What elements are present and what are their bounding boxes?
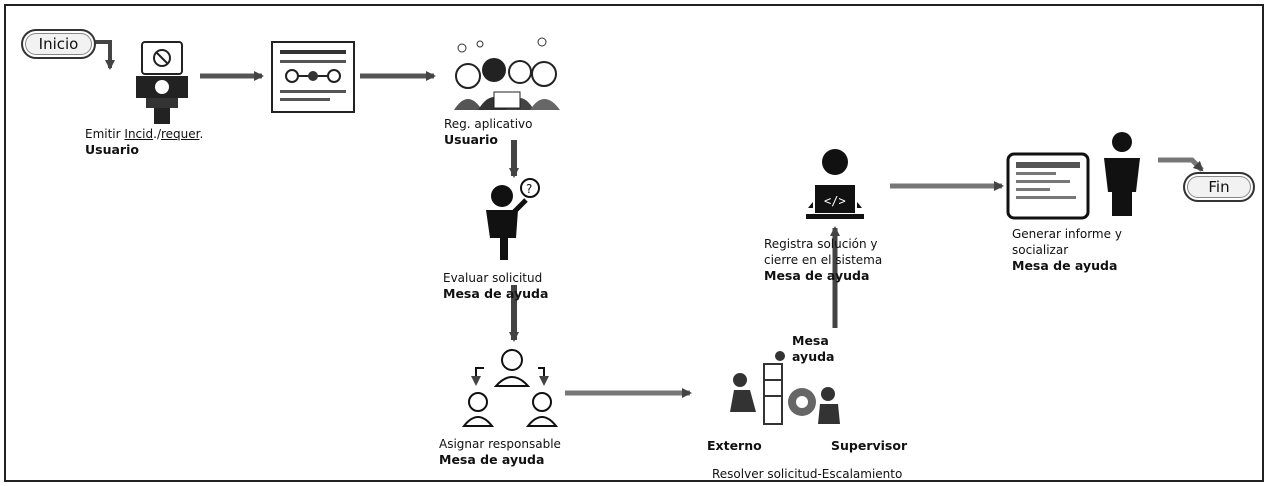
emitir-label: Emitir Incid./requer. Usuario	[85, 126, 203, 158]
resolver-actor-top-line1: Mesa	[792, 333, 829, 348]
resolver-actor-top: Mesa ayuda	[792, 333, 834, 365]
registro-label: Reg. aplicativo Usuario	[444, 116, 533, 148]
emitir-line: Emitir Incid./requer.	[85, 127, 204, 141]
emitir-role: Usuario	[85, 142, 139, 157]
registro-role: Usuario	[444, 132, 498, 147]
registrar-line2: cierre en el sistema	[764, 253, 883, 267]
resolver-label: Resolver solicitud-Escalamiento	[712, 466, 902, 482]
report-presenter-icon	[1006, 132, 1140, 220]
team-users-icon	[454, 37, 560, 110]
evaluar-role: Mesa de ayuda	[443, 286, 549, 301]
registro-line1: Reg. aplicativo	[444, 117, 533, 131]
resolver-actor-top-line2: ayuda	[792, 349, 835, 364]
resolver-actor-left: Externo	[707, 438, 762, 454]
diagram-frame	[4, 4, 1264, 482]
svg-text:</>: </>	[824, 194, 846, 208]
arrow-generar-to-fin	[1158, 157, 1204, 172]
developer-laptop-icon: </>	[806, 149, 864, 219]
svg-text:?: ?	[526, 182, 532, 196]
generar-line2: socializar	[1012, 243, 1069, 257]
generar-label: Generar informe y socializar Mesa de ayu…	[1012, 226, 1122, 274]
lock-scanner-icon	[136, 41, 188, 124]
team-gears-icon	[730, 351, 840, 425]
resolver-actor-right: Supervisor	[831, 438, 907, 454]
end-node: Fin	[1183, 172, 1255, 202]
hierarchy-assign-icon	[461, 349, 559, 427]
thinking-person-icon: ?	[486, 178, 540, 260]
start-node: Inicio	[21, 29, 96, 59]
asignar-line1: Asignar responsable	[439, 437, 561, 451]
registrar-role: Mesa de ayuda	[764, 268, 870, 283]
document-form-icon	[271, 41, 355, 113]
end-label: Fin	[1208, 178, 1230, 196]
registrar-line1: Registra solución y	[764, 237, 878, 251]
start-label: Inicio	[38, 35, 79, 53]
registrar-label: Registra solución y cierre en el sistema…	[764, 236, 882, 284]
evaluar-line1: Evaluar solicitud	[443, 271, 543, 285]
resolver-actor-right-text: Supervisor	[831, 438, 908, 453]
arrow-inicio-to-emitir	[92, 40, 115, 70]
evaluar-label: Evaluar solicitud Mesa de ayuda	[443, 270, 548, 302]
resolver-actor-left-text: Externo	[707, 438, 762, 453]
resolver-line1: Resolver solicitud-Escalamiento	[712, 467, 903, 481]
generar-line1: Generar informe y	[1012, 227, 1122, 241]
asignar-role: Mesa de ayuda	[439, 452, 545, 467]
asignar-label: Asignar responsable Mesa de ayuda	[439, 436, 561, 468]
generar-role: Mesa de ayuda	[1012, 258, 1118, 273]
